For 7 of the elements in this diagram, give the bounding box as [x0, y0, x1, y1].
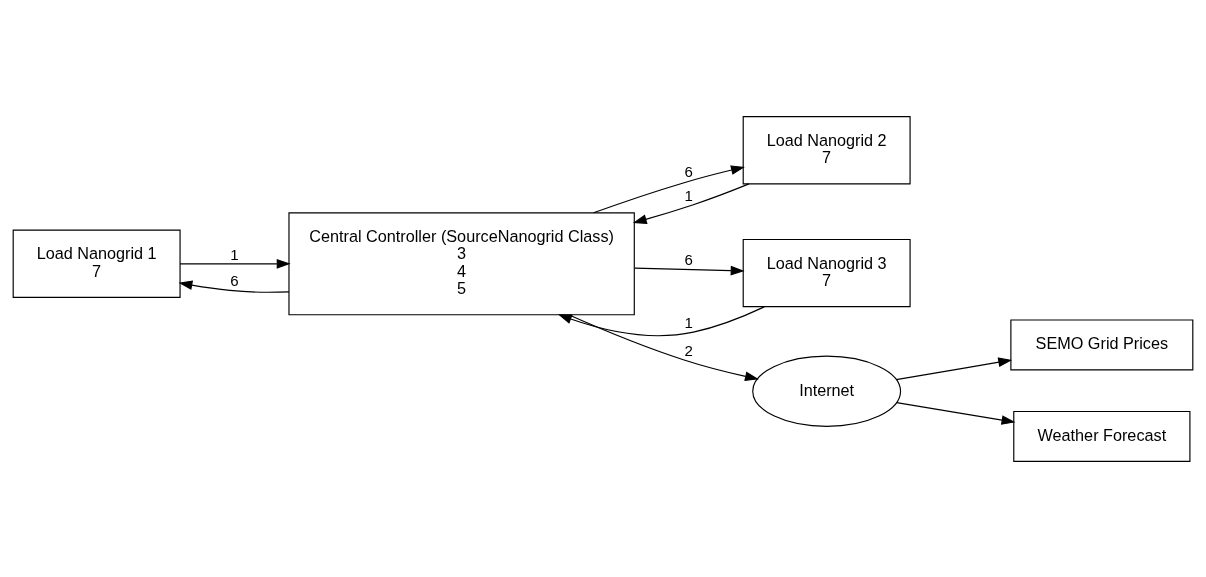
edge-label: 1 — [684, 313, 693, 331]
edge-label: 1 — [684, 186, 693, 204]
edge-label: 6 — [684, 162, 693, 180]
edge-label: 6 — [230, 271, 239, 289]
edge-label: 6 — [684, 250, 693, 268]
edge-label: 1 — [230, 245, 239, 263]
edge-label: 2 — [684, 341, 693, 359]
